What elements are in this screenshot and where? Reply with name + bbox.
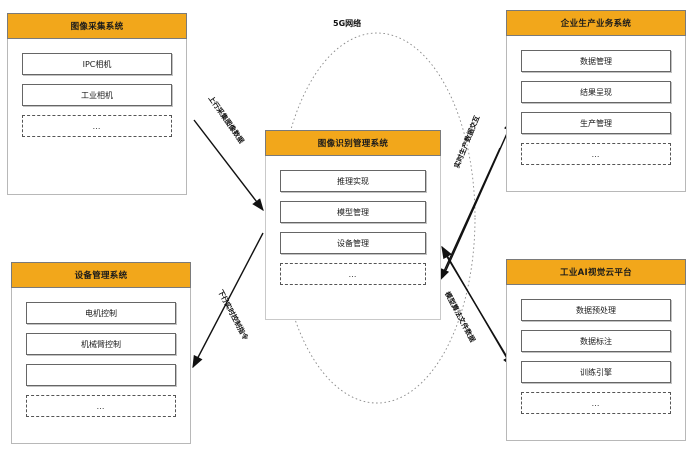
panel-title-industrial-ai-vision-cloud-platform: 工业AI视觉云平台 bbox=[506, 259, 686, 285]
item-motor-control[interactable]: 电机控制 bbox=[26, 302, 176, 324]
panel-image-recognition-management-system[interactable]: 图像识别管理系统 推理实现 模型管理 设备管理 … bbox=[265, 130, 441, 320]
item-device-management-center[interactable]: 设备管理 bbox=[280, 232, 426, 254]
edge-label-uplink-image-data: 上行采集图像数据 bbox=[206, 94, 246, 146]
panel-body-image-recognition-management-system: 推理实现 模型管理 设备管理 … bbox=[266, 156, 440, 319]
item-more-device-management[interactable]: … bbox=[26, 395, 176, 417]
item-ipc-camera[interactable]: IPC相机 bbox=[22, 53, 172, 75]
panel-image-acquisition-system[interactable]: 图像采集系统 IPC相机 工业相机 … bbox=[7, 13, 187, 195]
edge-label-model-algorithm-file-data: 模型算法文件数据 bbox=[443, 290, 477, 344]
panel-industrial-ai-vision-cloud-platform[interactable]: 工业AI视觉云平台 数据预处理 数据标注 训练引擎 … bbox=[506, 259, 686, 441]
item-data-preprocessing[interactable]: 数据预处理 bbox=[521, 299, 671, 321]
item-industrial-camera[interactable]: 工业相机 bbox=[22, 84, 172, 106]
panel-device-management-system[interactable]: 设备管理系统 电机控制 机械臂控制 … bbox=[11, 262, 191, 444]
panel-body-enterprise-production-business-system: 数据管理 结果呈现 生产管理 … bbox=[507, 36, 685, 191]
item-robot-arm-control[interactable]: 机械臂控制 bbox=[26, 333, 176, 355]
panel-spacer bbox=[22, 146, 172, 184]
edge-label-downlink-control-command: 下行实时控制指令 bbox=[216, 288, 250, 342]
panel-title-image-acquisition-system: 图像采集系统 bbox=[7, 13, 187, 39]
item-more-ai-cloud-platform[interactable]: … bbox=[521, 392, 671, 414]
item-result-presentation[interactable]: 结果呈现 bbox=[521, 81, 671, 103]
item-more-enterprise-production[interactable]: … bbox=[521, 143, 671, 165]
item-production-management[interactable]: 生产管理 bbox=[521, 112, 671, 134]
item-more-center[interactable]: … bbox=[280, 263, 426, 285]
item-inference-implementation[interactable]: 推理实现 bbox=[280, 170, 426, 192]
panel-title-enterprise-production-business-system: 企业生产业务系统 bbox=[506, 10, 686, 36]
item-more-image-acquisition[interactable]: … bbox=[22, 115, 172, 137]
item-model-management[interactable]: 模型管理 bbox=[280, 201, 426, 223]
item-training-engine[interactable]: 训练引擎 bbox=[521, 361, 671, 383]
panel-enterprise-production-business-system[interactable]: 企业生产业务系统 数据管理 结果呈现 生产管理 … bbox=[506, 10, 686, 192]
item-data-annotation[interactable]: 数据标注 bbox=[521, 330, 671, 352]
panel-title-image-recognition-management-system: 图像识别管理系统 bbox=[265, 130, 441, 156]
arrow-realtime-production-data-in bbox=[439, 147, 501, 282]
edge-label-realtime-production-data: 实时生产数据交互 bbox=[452, 114, 482, 170]
panel-body-industrial-ai-vision-cloud-platform: 数据预处理 数据标注 训练引擎 … bbox=[507, 285, 685, 440]
item-data-management[interactable]: 数据管理 bbox=[521, 50, 671, 72]
panel-body-image-acquisition-system: IPC相机 工业相机 … bbox=[8, 39, 186, 194]
panel-title-device-management-system: 设备管理系统 bbox=[11, 262, 191, 288]
item-empty-device-slot[interactable] bbox=[26, 364, 176, 386]
network-label: 5G网络 bbox=[333, 19, 362, 28]
panel-body-device-management-system: 电机控制 机械臂控制 … bbox=[12, 288, 190, 443]
arrow-realtime-production-data-out bbox=[442, 118, 514, 278]
